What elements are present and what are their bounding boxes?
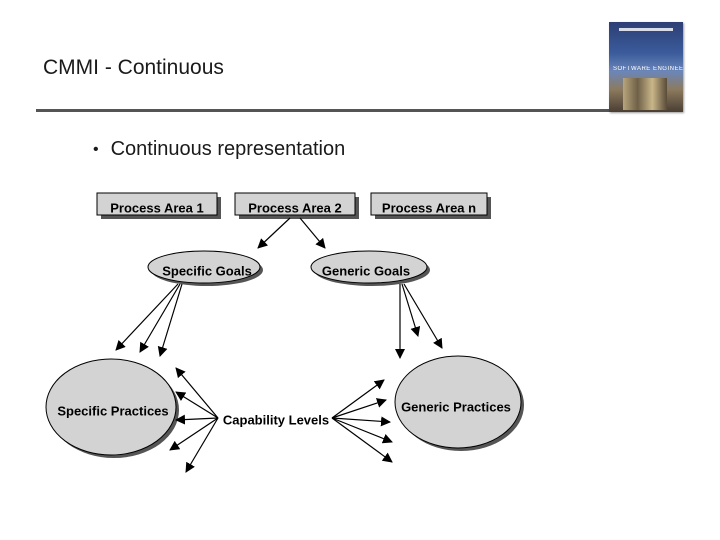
arrow-cl-to-gp-4 — [331, 417, 393, 444]
book-cover-building — [623, 78, 667, 110]
bullet-text: Continuous representation — [110, 138, 346, 160]
process-area-2-box: Process Area 2 — [234, 192, 359, 219]
process-area-n-label: Process Area n — [382, 200, 476, 215]
book-cover-stripe — [619, 28, 673, 31]
generic-goals-label: Generic Goals — [322, 263, 410, 278]
specific-goals-label: Specific Goals — [162, 263, 252, 278]
generic-goals-ellipse — [310, 250, 428, 284]
specific-practices-ellipse — [45, 358, 177, 456]
arrow-cl-to-gp-1 — [331, 379, 385, 419]
capability-levels-label: Capability Levels — [223, 412, 329, 427]
arrow-cl-to-sp-5 — [185, 417, 219, 473]
arrow-sg-to-sp-1 — [115, 283, 179, 351]
arrow-cl-to-sp-2 — [175, 391, 219, 419]
arrow-sg-to-sp-3 — [157, 283, 183, 357]
book-cover-image: SOFTWARE ENGINEERING — [609, 22, 683, 112]
arrow-gg-to-gp-3 — [403, 283, 443, 349]
arrow-cl-to-gp-5 — [331, 417, 393, 463]
arrow-cl-to-sp-3 — [175, 414, 219, 425]
generic-practices-ellipse — [394, 355, 522, 449]
arrow-gg-to-gp-2 — [401, 283, 421, 337]
arrow-pa2-to-specific-goals — [257, 217, 291, 249]
specific-practices-label: Specific Practices — [57, 403, 168, 418]
process-area-n-box: Process Area n — [370, 192, 491, 219]
arrow-cl-to-sp-1 — [175, 367, 219, 419]
slide-title: CMMI - Continuous — [43, 56, 224, 79]
arrow-cl-to-sp-4 — [169, 417, 219, 451]
specific-goals-ellipse — [147, 250, 261, 284]
bullet-dot: • — [93, 140, 99, 158]
arrow-cl-to-gp-2 — [331, 398, 387, 419]
generic-practices-label: Generic Practices — [401, 399, 511, 414]
title-divider — [36, 109, 619, 112]
process-area-1-box: Process Area 1 — [96, 192, 221, 219]
arrow-cl-to-gp-3 — [331, 416, 391, 427]
book-cover-title: SOFTWARE ENGINEERING — [613, 66, 683, 72]
bullet-item: • Continuous representation — [93, 138, 345, 161]
process-area-1-label: Process Area 1 — [110, 200, 203, 215]
arrow-pa2-to-generic-goals — [299, 217, 326, 249]
process-area-2-label: Process Area 2 — [248, 200, 341, 215]
arrow-sg-to-sp-2 — [139, 283, 181, 353]
